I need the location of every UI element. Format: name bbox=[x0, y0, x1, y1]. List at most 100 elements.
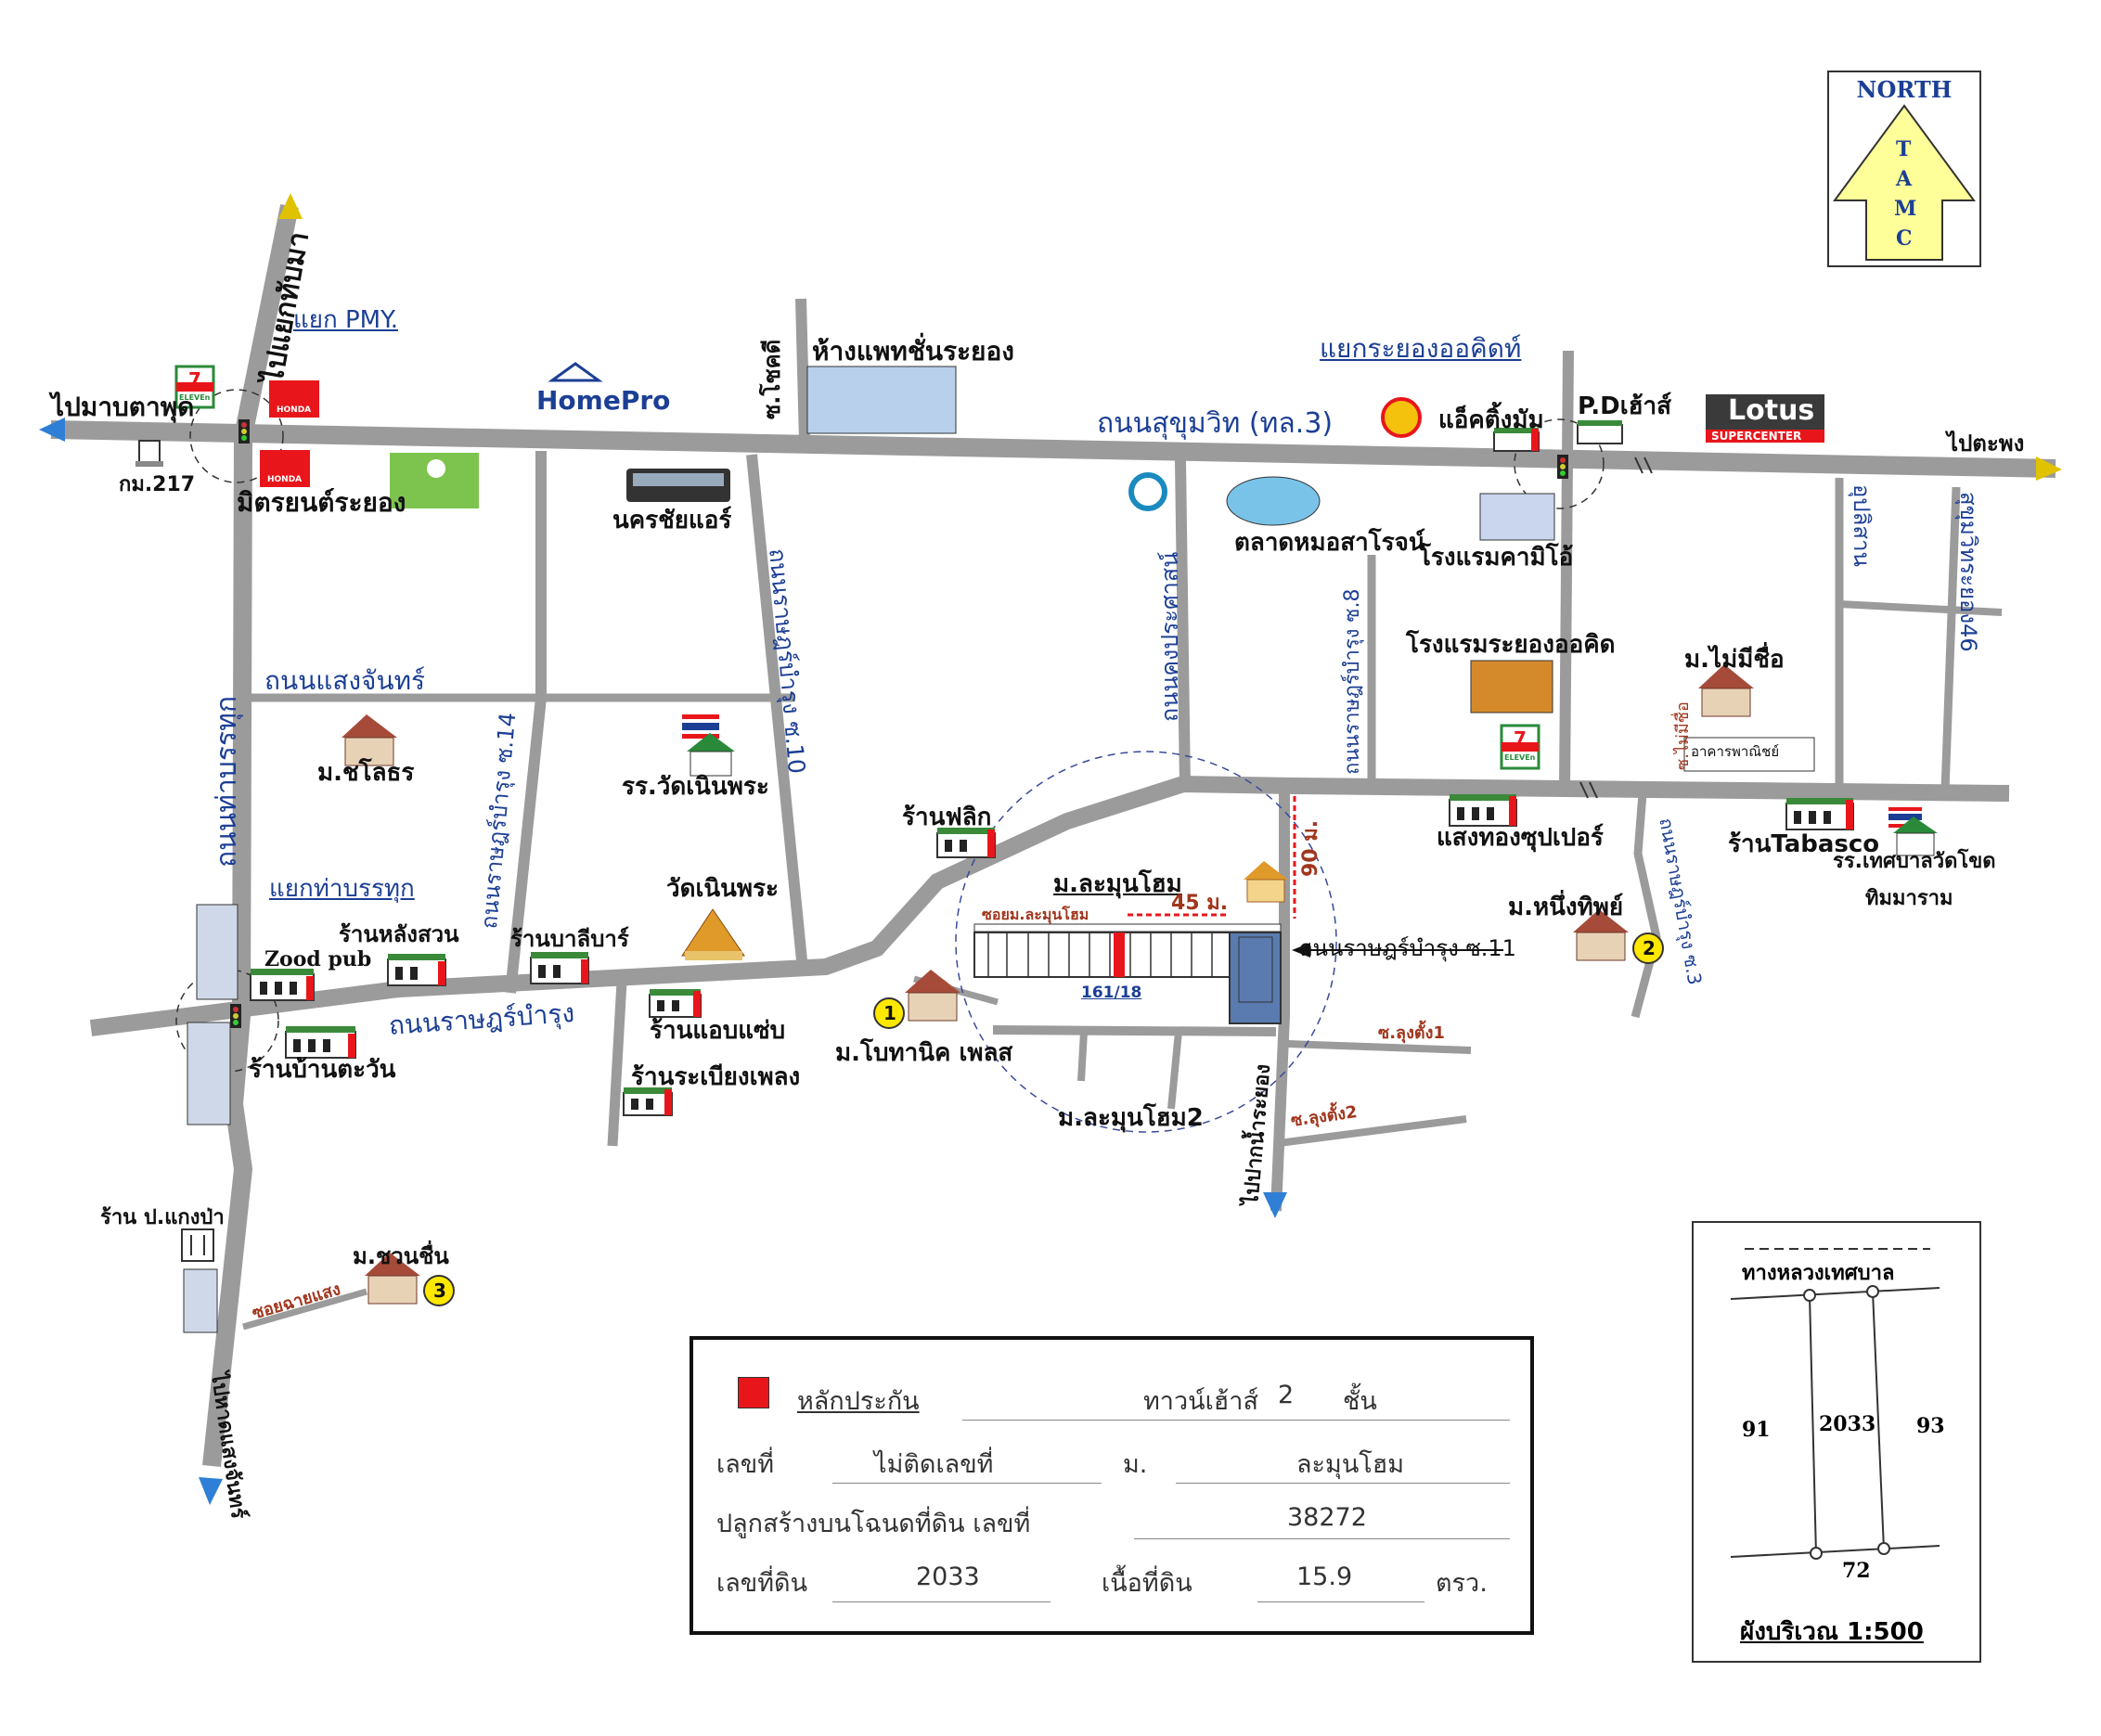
label-department-store: ห้างแพทชั่นระยอง bbox=[812, 336, 1014, 366]
marker-1 bbox=[873, 997, 905, 1029]
legend-village-value: ละมุนโฮม bbox=[1296, 1450, 1405, 1479]
road-soi-aeb-saep bbox=[607, 981, 627, 1147]
legend-line-4 bbox=[1134, 1538, 1510, 1539]
road-tha-ban-ruk bbox=[202, 204, 299, 1468]
label-rat-bamrung-11: ถนนราษฎร์บำรุง ซ.11 bbox=[1299, 935, 1516, 961]
label-nakhon-chai-air: นครชัยแอร์ bbox=[612, 507, 732, 534]
label-rr-wat-noen-phra: รร.วัดเนินพระ bbox=[622, 773, 769, 801]
golf-icon bbox=[390, 453, 479, 508]
label-lotus-sub: SUPERCENTER bbox=[1711, 430, 1802, 443]
legend-floors-value: 2 bbox=[1278, 1381, 1295, 1409]
road-lamun-home-2-a bbox=[1077, 1031, 1088, 1082]
seven-eleven-icon bbox=[1500, 724, 1540, 770]
label-dist-45: 45 ม. bbox=[1171, 892, 1229, 915]
legend-deed-label: ปลูกสร้างบนโฉนดที่ดิน เลขที่ bbox=[716, 1510, 1031, 1538]
marker-2 bbox=[1632, 932, 1664, 964]
label-hotel-rayong-orchid: โรงแรมระยองออคิด bbox=[1406, 631, 1616, 659]
legend-floors-unit: ชั้น bbox=[1343, 1387, 1377, 1416]
shop-icon bbox=[649, 989, 702, 1018]
legend-collateral: หลักประกัน bbox=[797, 1387, 920, 1416]
label-soi-mai: ซ.ไม่มีชื่อ bbox=[1673, 701, 1693, 770]
honda-text: HONDA bbox=[277, 405, 312, 415]
shop-icon bbox=[1577, 420, 1623, 444]
misc-icons bbox=[135, 362, 1938, 1262]
legend-house-no-value: ไม่ติดเลขที่ bbox=[874, 1450, 994, 1479]
label-sukhumvit-46: สุขุมวิทระยอง46 bbox=[1955, 492, 1981, 652]
road-upalisan-cross bbox=[1838, 600, 2003, 616]
temple-icon bbox=[681, 908, 745, 960]
house-icon bbox=[1573, 909, 1629, 961]
road-break-icon bbox=[1579, 781, 1598, 799]
road-soi-3 bbox=[1631, 792, 1661, 1019]
plan-center: 2033 bbox=[1819, 1412, 1876, 1436]
label-yaek-pmy: แยก PMY. bbox=[293, 306, 398, 334]
label-tha-ban-ruk-road: ถนนท่าบรรทุก bbox=[211, 695, 243, 868]
marker-3 bbox=[423, 1275, 455, 1306]
plan-left: 91 bbox=[1742, 1418, 1771, 1442]
label-to-map-ta-phut: ไปมาบตาพุด bbox=[51, 392, 195, 422]
homepro-icon bbox=[548, 362, 603, 382]
label-ran-baan-tawan: ร้านบ้านตะวัน bbox=[249, 1056, 396, 1084]
arrow-south-mid bbox=[1263, 1192, 1287, 1218]
road-sukhumvit bbox=[50, 420, 2056, 478]
house-icon bbox=[1244, 861, 1288, 903]
label-thimmaram: ทิมมาราม bbox=[1865, 887, 1953, 910]
label-rr-thetsaban: รร.เทศบาลวัดโขด bbox=[1833, 850, 1996, 873]
townhouse-row bbox=[973, 923, 1282, 1024]
legend-line-5 bbox=[832, 1601, 1050, 1602]
shop-icon bbox=[623, 1087, 673, 1116]
label-ran-tabasco: ร้านTabasco bbox=[1728, 830, 1880, 858]
building-dept-store bbox=[806, 366, 957, 434]
lotus-logo-icon bbox=[1706, 394, 1824, 443]
label-ran-aeb-saep: ร้านแอบแซ่บ bbox=[650, 1017, 786, 1045]
legend-village-label: ม. bbox=[1123, 1450, 1148, 1479]
shop-icon bbox=[530, 952, 589, 984]
label-homepro: HomePro bbox=[536, 385, 671, 416]
seven-eleven-text: 7 bbox=[188, 368, 201, 391]
label-ran-flik: ร้านฟลิก bbox=[902, 804, 992, 831]
label-hotel-kamio: โรงแรมคามิโอ้ bbox=[1418, 544, 1574, 572]
arrow-west bbox=[39, 418, 65, 442]
legend-land-no-label: เลขที่ดิน bbox=[716, 1569, 808, 1598]
road-soi-lung-tang-1 bbox=[1287, 1040, 1472, 1054]
legend-box: หลักประกัน ทาวน์เฮ้าส์ 2 ชั้น เลขที่ ไม่… bbox=[690, 1336, 1534, 1635]
label-yaek-rayong-orchid: แยกระยองออคิดท์ bbox=[1320, 333, 1522, 364]
seven-eleven-text-2: 7 bbox=[1514, 727, 1527, 750]
label-plot-no: 161/18 bbox=[1081, 984, 1142, 1002]
legend-line-2 bbox=[832, 1483, 1102, 1484]
house-icon bbox=[365, 1253, 420, 1305]
label-m-nueng-thip: ม.หนึ่งทิพย์ bbox=[1508, 894, 1624, 921]
label-lotus: Lotus bbox=[1728, 394, 1815, 427]
label-yaek-tha-ban-ruk: แยกท่าบรรทุก bbox=[269, 875, 415, 903]
bus-icon bbox=[626, 469, 730, 502]
seven-eleven-icon bbox=[174, 365, 215, 409]
road-soi-10 bbox=[746, 454, 808, 971]
house-icon bbox=[1698, 664, 1754, 717]
label-m-botanic-place: ม.โบทานิค เพลส bbox=[835, 1039, 1013, 1067]
road-soi-lung-tang-2 bbox=[1278, 1115, 1467, 1147]
marker-1-text: 1 bbox=[883, 1002, 896, 1024]
seven-eleven-sub-2: ELEVEn bbox=[1504, 753, 1536, 762]
shop-icons bbox=[250, 420, 1854, 1116]
label-m-chuan-chuen: ม.ชวนชื่น bbox=[353, 1243, 449, 1269]
shop-icon bbox=[285, 1026, 356, 1059]
building-left-3 bbox=[183, 1268, 218, 1333]
label-exciting-mum: แอ็คติ้งมัม bbox=[1438, 406, 1544, 434]
arrow-soi-11-head bbox=[1292, 943, 1310, 958]
school-icon bbox=[1893, 817, 1938, 856]
label-sang-chan-road: ถนนแสงจันทร์ bbox=[264, 665, 426, 696]
road-lamun-home-lower bbox=[992, 1025, 1277, 1036]
plan-road: ทางหลวงเทศบาล bbox=[1742, 1262, 1895, 1285]
arrow-north bbox=[278, 193, 303, 219]
house-icon bbox=[342, 714, 397, 766]
site-plan-box: ทางหลวงเทศบาล 91 2033 93 72 ผังบริเวณ 1:… bbox=[1692, 1221, 1981, 1663]
label-km217: กม.217 bbox=[119, 473, 196, 496]
circle-lamun-home bbox=[955, 751, 1337, 1133]
road-lamun-home-2-b bbox=[1167, 1031, 1182, 1110]
legend-area-unit: ตรว. bbox=[1436, 1569, 1488, 1598]
road-soi-14 bbox=[505, 451, 547, 994]
school-icon bbox=[687, 733, 735, 777]
collateral-unit bbox=[1114, 932, 1125, 977]
label-to-ta-phong: ไปตะพง bbox=[1947, 431, 2025, 457]
